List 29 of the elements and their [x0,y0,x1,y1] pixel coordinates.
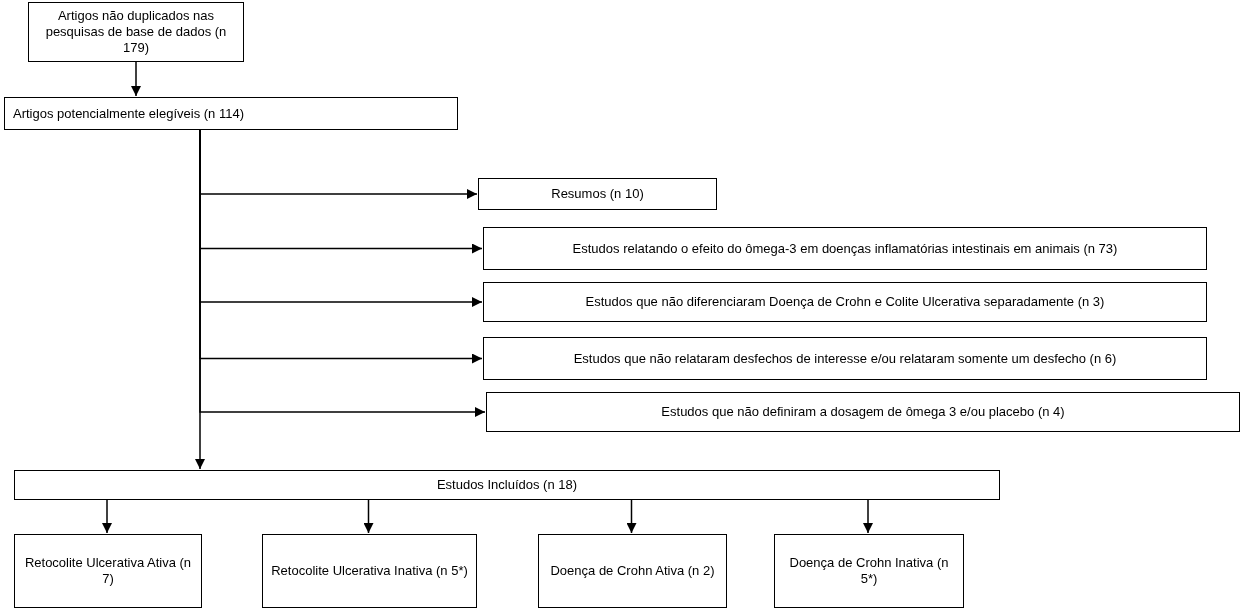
box-text: Doença de Crohn Inativa (n 5*) [788,555,950,587]
process-box [478,178,717,210]
process-box [483,337,1207,380]
box-text: Estudos que não relataram desfechos de interesse e/ou relataram somente um desfecho (n 6) [573,350,1117,367]
process-box [483,282,1207,322]
box-text: Estudos que não diferenciaram Doença de Crohn e Colite Ulcerativa separadamente (n 3) [585,294,1105,310]
process-box [538,534,727,608]
box-text: Retocolite Ulcerativa Ativa (n 7) [23,555,193,587]
arrow [626,499,637,534]
process-box [28,2,244,62]
process-box [262,534,477,608]
process-box [14,534,202,608]
process-box [774,534,964,608]
box-text: Estudos Incluídos (n 18) [436,477,578,493]
arrow [363,499,374,534]
box-text: Estudos que não definiram a dosagem de ômega 3 e/ou placebo (n 4) [661,404,1065,420]
arrow [863,499,873,534]
arrow [131,61,141,97]
box-text: Artigos não duplicados nas pesquisas de base de dados (n 179) [44,8,228,56]
arrow [102,499,112,534]
box-text: Retocolite Ulcerativa Inativa (n 5*) [271,563,468,579]
box-text: Estudos relatando o efeito do ômega-3 em doenças inflamatórias intestinais em animais (n 73) [572,240,1118,257]
process-box [14,470,1000,500]
process-box [486,392,1240,432]
process-box [4,97,458,130]
box-text: Doença de Crohn Ativa (n 2) [550,563,715,579]
box-text: Artigos potencialmente elegíveis (n 114) [13,105,244,122]
process-box [483,227,1207,270]
box-text: Resumos (n 10) [551,186,644,202]
